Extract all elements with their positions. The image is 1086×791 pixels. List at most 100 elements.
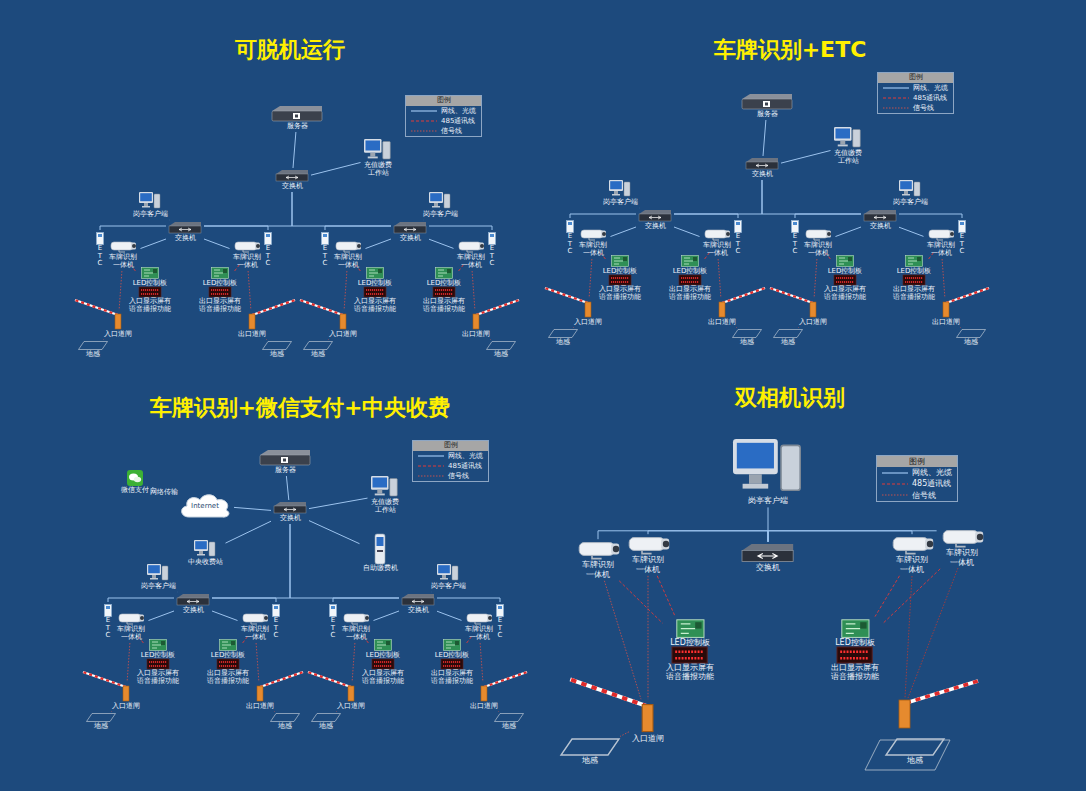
msw-node: 交换机	[274, 169, 310, 191]
right-barrier-art	[865, 568, 978, 770]
disp-icon	[903, 275, 925, 285]
node-label: ETC	[489, 245, 496, 268]
etc-icon	[791, 220, 799, 233]
node-label: 交换机	[400, 234, 421, 242]
cam-node: 车牌识别一体机	[332, 240, 365, 270]
cam-node: 车牌识别一体机	[239, 612, 272, 642]
board-icon	[611, 255, 629, 267]
node-label: 车牌识别一体机	[109, 253, 138, 269]
barR-icon	[469, 312, 483, 330]
barrier-post	[899, 700, 910, 728]
connector-line	[423, 220, 424, 221]
node-label: 车牌识别一体机	[895, 555, 928, 573]
signal-wire	[908, 568, 958, 698]
server-icon	[259, 450, 311, 466]
connector-line	[942, 259, 945, 298]
node-label: LED控制板	[673, 267, 708, 275]
connector-line	[108, 598, 174, 602]
node-label: 入口显示屏有语音播报功能	[599, 285, 642, 301]
cam-node: 车牌识别一体机	[115, 612, 148, 642]
sw-node: 交换机	[862, 209, 898, 231]
board-icon	[219, 639, 237, 651]
loop-icon	[560, 738, 620, 756]
connector-line	[429, 239, 454, 248]
node-label: 岗亭客户端	[423, 210, 458, 218]
section-title: 车牌识别+ETC	[714, 35, 867, 65]
loop-node: 地感	[268, 712, 302, 731]
cam-icon	[109, 241, 137, 253]
node-label: 服务器	[287, 122, 308, 130]
led-node: LED控制板出口显示屏有语音播报功能	[891, 254, 938, 302]
node-label: 服务器	[275, 466, 296, 474]
node-label: LED控制板	[603, 267, 638, 275]
legend-title: 图例	[406, 96, 481, 106]
sw-icon	[746, 158, 778, 170]
etc-icon	[264, 232, 272, 245]
loop-icon	[86, 713, 116, 722]
pc-node: 中央收费站	[186, 539, 225, 567]
etc-node: ETC	[564, 219, 576, 257]
node-label: 交换机	[183, 606, 204, 614]
node-label: 入口道闸	[337, 702, 365, 710]
node-label: 服务器	[757, 110, 778, 118]
loop-node: 地感	[76, 340, 110, 359]
node-label: 车牌识别一体机	[945, 548, 978, 566]
board-icon	[676, 619, 705, 638]
node-label: 微信支付	[121, 486, 149, 494]
connector-line	[204, 192, 292, 226]
cam-node: 车牌识别一体机	[888, 535, 937, 575]
sw-icon	[276, 170, 308, 182]
cam-icon	[579, 229, 607, 241]
loop-node: 地感	[954, 328, 988, 347]
etc-node: ETC	[486, 231, 498, 269]
node-label: 地感	[781, 338, 795, 346]
cam-icon	[927, 229, 955, 241]
etc-icon	[96, 232, 104, 245]
etc-icon	[566, 220, 574, 233]
barL-icon	[111, 312, 125, 330]
node-label: 入口道闸	[329, 330, 357, 338]
node-label: 车牌识别一体机	[342, 625, 371, 641]
disp-icon	[834, 275, 856, 285]
connector-line	[619, 581, 662, 623]
barR-icon	[715, 300, 729, 318]
node-label: 入口显示屏有语音播报功能	[354, 297, 397, 313]
board-icon	[211, 267, 229, 279]
node-label: ETC	[497, 617, 504, 640]
led-node: LED控制板出口显示屏有语音播报功能	[667, 254, 714, 302]
connector-line	[431, 592, 432, 593]
legend-line-sample	[418, 453, 444, 459]
connector-line	[119, 271, 122, 310]
legend-box: 图例网线、光缆485通讯线信号线	[877, 72, 954, 114]
disp-icon	[364, 287, 386, 297]
etc-node: ETC	[789, 219, 801, 257]
connector-line	[141, 239, 167, 249]
node-label: ETC	[322, 245, 329, 268]
led-node: LED控制板入口显示屏有语音播报功能	[135, 638, 182, 686]
loop-node: 地感	[730, 328, 764, 347]
sw-icon	[274, 502, 306, 514]
node-label: 入口道闸	[112, 702, 140, 710]
node-label: 车牌识别一体机	[241, 625, 270, 641]
connector-line	[498, 711, 500, 713]
section-title: 车牌识别+微信支付+中央收费	[150, 393, 451, 423]
connector-line	[836, 227, 862, 237]
legend-line-sample	[882, 470, 908, 476]
section-title: 可脱机运行	[235, 35, 345, 65]
legend-text: 485通讯线	[912, 479, 951, 488]
legend-row: 信号线	[877, 490, 957, 501]
sw-node: 交换机	[400, 593, 436, 615]
bar-node: 出口道闸	[930, 299, 962, 327]
led-node: LED控制板入口显示屏有语音播报功能	[597, 254, 644, 302]
legend-row: 网线、光缆	[413, 451, 488, 461]
cam-icon	[804, 229, 832, 241]
connector-line	[325, 226, 391, 230]
server-node: 服务器	[739, 93, 795, 119]
node-label: ETC	[105, 617, 112, 640]
node-label: 交换机	[645, 222, 666, 230]
legend-line-sample	[883, 105, 909, 111]
node-label: ETC	[265, 245, 272, 268]
node-label: 出口显示屏有语音播报功能	[207, 669, 250, 685]
disp-icon	[433, 287, 455, 297]
